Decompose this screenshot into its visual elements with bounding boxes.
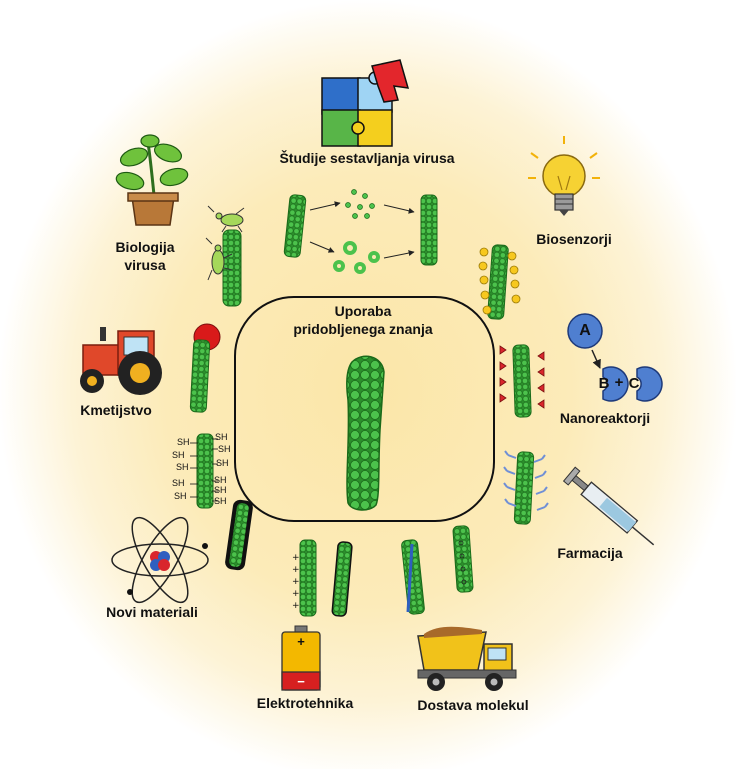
label-biology-line2: virusa bbox=[124, 257, 166, 273]
aphid-icon bbox=[205, 237, 233, 281]
label-materials: Novi materiali bbox=[106, 604, 198, 620]
enzyme-b-label: B bbox=[598, 375, 610, 392]
sh-label: SH bbox=[216, 458, 229, 468]
label-pharmacy: Farmacija bbox=[557, 545, 623, 561]
plant-icon bbox=[115, 134, 189, 226]
dump-truck-icon bbox=[417, 626, 517, 691]
svg-text:+: + bbox=[292, 553, 300, 563]
label-biology: Biologija virusa bbox=[105, 238, 185, 274]
protein-disks bbox=[333, 241, 380, 274]
sh-label: SH bbox=[177, 437, 190, 447]
label-electronics: Elektrotehnika bbox=[256, 695, 354, 711]
puzzle-icon bbox=[321, 59, 410, 147]
virus-rod bbox=[283, 194, 307, 258]
coated-virus-rod bbox=[225, 499, 253, 571]
label-nanoreactors: Nanoreaktorji bbox=[559, 410, 651, 426]
biosensor-virus-rod bbox=[478, 244, 521, 320]
aphid-icon bbox=[207, 205, 245, 233]
enzyme-plus-label: + bbox=[614, 374, 624, 391]
label-biosensors: Biosenzorji bbox=[536, 231, 612, 247]
virus-rod bbox=[420, 194, 438, 266]
agriculture-virus-rod bbox=[189, 323, 221, 413]
coat-proteins bbox=[345, 189, 375, 219]
sh-label: SH bbox=[214, 485, 227, 495]
svg-text:+: + bbox=[292, 589, 300, 599]
label-delivery: Dostava molekul bbox=[417, 697, 529, 713]
enzyme-diagram bbox=[567, 313, 663, 402]
svg-text:+: + bbox=[292, 577, 300, 587]
battery-icon bbox=[281, 625, 321, 691]
nanoreactor-virus-rod bbox=[499, 344, 545, 418]
svg-text:+: + bbox=[292, 565, 300, 575]
sh-label: SH bbox=[214, 496, 227, 506]
center-title-line1: Uporaba bbox=[334, 303, 392, 319]
label-assembly: Študije sestavljanja virusa bbox=[279, 150, 455, 166]
enzyme-c-label: C bbox=[628, 375, 640, 392]
sh-label: SH bbox=[215, 432, 228, 442]
pharmacy-virus-rod bbox=[503, 450, 549, 525]
atom-icon bbox=[111, 516, 209, 604]
label-agriculture: Kmetijstvo bbox=[80, 402, 152, 418]
lightbulb-icon bbox=[528, 136, 600, 216]
sh-label: SH bbox=[174, 491, 187, 501]
sh-label: SH bbox=[176, 462, 189, 472]
sh-virus-rod bbox=[190, 433, 218, 509]
assembly-diagram bbox=[283, 189, 438, 274]
syringe-icon bbox=[562, 466, 655, 546]
center-title-line2: pridobljenega znanja bbox=[293, 321, 433, 337]
sh-label: SH bbox=[214, 475, 227, 485]
biology-virus-rod bbox=[205, 205, 245, 307]
battery-minus-label: − bbox=[297, 674, 305, 689]
label-biology-line1: Biologija bbox=[115, 239, 175, 255]
svg-text:+: + bbox=[292, 601, 300, 611]
sh-label: SH bbox=[172, 478, 185, 488]
enzyme-a-label: A bbox=[579, 322, 591, 339]
sh-label: SH bbox=[172, 450, 185, 460]
delivery-virus-rods bbox=[401, 525, 474, 615]
tractor-icon bbox=[80, 327, 162, 395]
battery-plus-label: + bbox=[297, 634, 305, 649]
central-box bbox=[234, 296, 495, 522]
center-title: Uporaba pridobljenega znanja bbox=[263, 302, 463, 338]
sh-label: SH bbox=[218, 444, 231, 454]
central-virus-rod bbox=[346, 355, 385, 511]
charged-virus-rods: + + + + + bbox=[292, 539, 353, 617]
